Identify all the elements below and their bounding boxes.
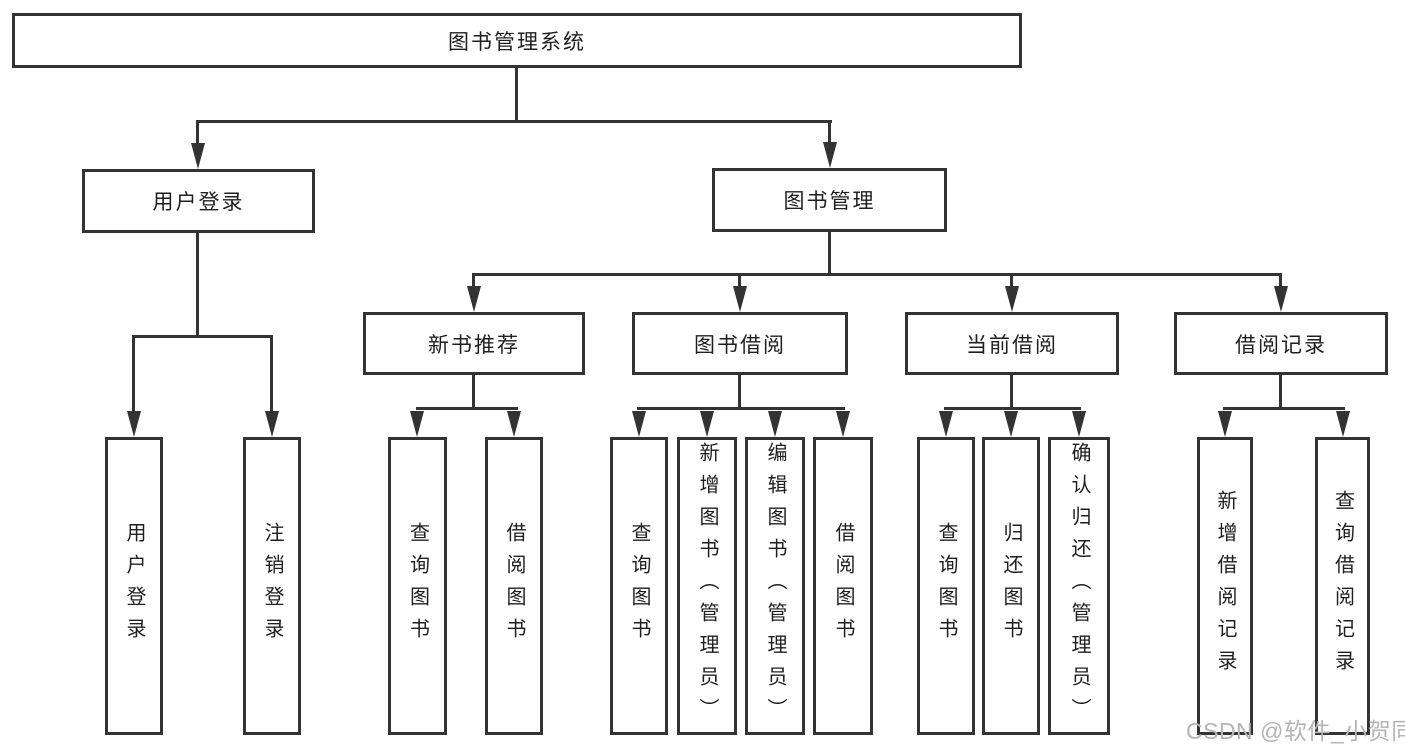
node-current-borrow: 当前借阅 [905, 312, 1119, 375]
connector-line [472, 273, 1282, 276]
leaf-records-query-record: 查询借阅记录 [1315, 437, 1370, 735]
leaf-borrow-borrow-book-label: 借阅图书 [832, 522, 854, 650]
leaf-borrow-query-book: 查询图书 [610, 437, 668, 735]
connector-line [637, 407, 845, 410]
leaf-records-add-record-label: 新增借阅记录 [1214, 490, 1236, 682]
leaf-logout-label: 注销登录 [261, 522, 283, 650]
leaf-current-query-book-label: 查询图书 [935, 522, 957, 650]
connector-line [515, 68, 518, 120]
node-current-borrow-label: 当前借阅 [966, 333, 1058, 357]
node-new-book-recommend: 新书推荐 [363, 312, 585, 375]
leaf-recommend-borrow-book-label: 借阅图书 [503, 522, 525, 650]
connector-line [472, 375, 475, 409]
leaf-borrow-add-book-admin-label: 新增图书（管理员） [696, 442, 718, 730]
connector-line [472, 273, 475, 286]
arrowhead-icon [191, 143, 205, 169]
connector-line [132, 335, 135, 411]
leaf-current-confirm-return-admin: 确认归还（管理员） [1048, 437, 1110, 735]
leaf-current-return-book-label: 归还图书 [1000, 522, 1022, 650]
csdn-watermark: CSDN @软件_小贺同学 [1186, 718, 1405, 744]
connector-line [132, 335, 273, 338]
node-user-login: 用户登录 [82, 169, 315, 233]
arrowhead-icon [410, 411, 424, 437]
connector-line [196, 233, 199, 337]
arrowhead-icon [733, 286, 747, 312]
leaf-logout: 注销登录 [243, 437, 301, 735]
connector-line [828, 232, 831, 276]
connector-line [1279, 375, 1282, 409]
node-book-borrow: 图书借阅 [632, 312, 848, 375]
node-book-borrow-label: 图书借阅 [694, 333, 786, 357]
node-borrow-records: 借阅记录 [1174, 312, 1388, 375]
arrowhead-icon [467, 286, 481, 312]
connector-line [828, 120, 831, 142]
connector-line [1223, 407, 1345, 410]
leaf-user-login-label: 用户登录 [123, 522, 145, 650]
connector-line [738, 375, 741, 409]
arrowhead-icon [939, 411, 953, 437]
leaf-borrow-add-book-admin: 新增图书（管理员） [677, 437, 737, 735]
leaf-records-query-record-label: 查询借阅记录 [1331, 490, 1354, 682]
connector-line [944, 407, 1081, 410]
leaf-borrow-edit-book-admin-label: 编辑图书（管理员） [764, 442, 786, 730]
leaf-recommend-query-book: 查询图书 [388, 437, 447, 735]
leaf-recommend-borrow-book: 借阅图书 [485, 437, 543, 735]
arrowhead-icon [1336, 411, 1350, 437]
arrowhead-icon [1274, 286, 1288, 312]
leaf-borrow-borrow-book: 借阅图书 [813, 437, 873, 735]
leaf-user-login: 用户登录 [105, 437, 163, 735]
connector-line [1279, 273, 1282, 286]
leaf-recommend-query-book-label: 查询图书 [406, 522, 429, 650]
arrowhead-icon [768, 411, 782, 437]
arrowhead-icon [1218, 411, 1232, 437]
node-book-management-label: 图书管理 [783, 190, 876, 213]
node-borrow-records-label: 借阅记录 [1235, 333, 1327, 357]
arrowhead-icon [1005, 286, 1019, 312]
arrowhead-icon [265, 411, 279, 437]
node-user-login-label: 用户登录 [152, 191, 245, 214]
connector-line [1010, 375, 1013, 409]
arrowhead-icon [1004, 411, 1018, 437]
arrowhead-icon [1072, 411, 1086, 437]
arrowhead-icon [836, 411, 850, 437]
arrowhead-icon [823, 142, 837, 168]
connector-line [416, 407, 518, 410]
connector-line [738, 273, 741, 286]
leaf-borrow-edit-book-admin: 编辑图书（管理员） [745, 437, 805, 735]
connector-line [196, 120, 832, 123]
leaf-current-return-book: 归还图书 [982, 437, 1040, 735]
node-root: 图书管理系统 [12, 13, 1022, 68]
leaf-borrow-query-book-label: 查询图书 [628, 522, 650, 650]
node-root-label: 图书管理系统 [448, 30, 586, 54]
node-new-book-recommend-label: 新书推荐 [428, 333, 520, 357]
leaf-current-confirm-return-admin-label: 确认归还（管理员） [1068, 442, 1090, 730]
arrowhead-icon [127, 411, 141, 437]
leaf-records-add-record: 新增借阅记录 [1197, 437, 1253, 735]
node-book-management: 图书管理 [712, 168, 947, 232]
arrowhead-icon [632, 411, 646, 437]
arrowhead-icon [700, 411, 714, 437]
arrowhead-icon [507, 411, 521, 437]
connector-line [196, 120, 199, 143]
connector-line [270, 335, 273, 411]
leaf-current-query-book: 查询图书 [917, 437, 975, 735]
connector-line [1010, 273, 1013, 286]
